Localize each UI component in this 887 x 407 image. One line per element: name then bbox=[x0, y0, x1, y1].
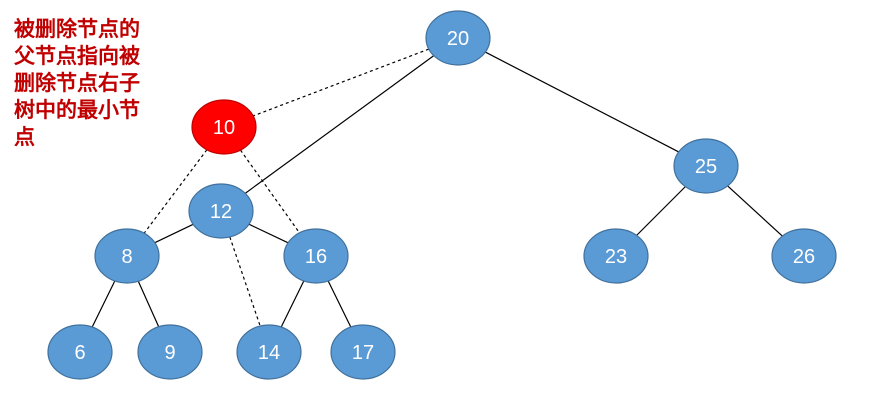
tree-node-26: 26 bbox=[771, 228, 837, 284]
edge-8-6 bbox=[91, 280, 116, 328]
node-circle bbox=[283, 228, 349, 284]
edge-10-16-dashed bbox=[240, 149, 300, 234]
edge-20-25 bbox=[485, 51, 679, 153]
tree-node-14: 14 bbox=[236, 324, 302, 380]
tree-node-12: 12 bbox=[188, 183, 254, 239]
node-circle bbox=[583, 228, 649, 284]
tree-node-20: 20 bbox=[425, 10, 491, 66]
node-circle bbox=[94, 228, 160, 284]
edges-layer bbox=[91, 48, 783, 328]
edge-25-26 bbox=[727, 185, 783, 237]
tree-node-6: 6 bbox=[47, 324, 113, 380]
tree-node-10-deleted: 10 bbox=[191, 99, 257, 155]
tree-node-9: 9 bbox=[137, 324, 203, 380]
edge-20-12 bbox=[244, 55, 435, 194]
node-label: 8 bbox=[121, 246, 132, 268]
node-label: 25 bbox=[695, 156, 717, 178]
node-circle bbox=[188, 183, 254, 239]
node-circle bbox=[236, 324, 302, 380]
tree-node-8: 8 bbox=[94, 228, 160, 284]
node-label: 26 bbox=[793, 246, 815, 268]
nodes-layer: 20 10 25 12 8 16 23 26 6 9 14 17 bbox=[47, 10, 837, 380]
node-circle bbox=[425, 10, 491, 66]
node-circle bbox=[771, 228, 837, 284]
edge-12-16 bbox=[248, 223, 289, 244]
node-label: 6 bbox=[74, 342, 85, 364]
tree-node-16: 16 bbox=[283, 228, 349, 284]
edge-12-14-dashed bbox=[229, 236, 261, 327]
node-label: 20 bbox=[447, 28, 469, 50]
edge-20-10-dashed bbox=[252, 48, 430, 117]
edge-10-8-dashed bbox=[143, 149, 208, 234]
node-label: 17 bbox=[352, 342, 374, 364]
node-label: 23 bbox=[605, 246, 627, 268]
node-circle bbox=[47, 324, 113, 380]
node-label: 16 bbox=[305, 246, 327, 268]
tree-node-23: 23 bbox=[583, 228, 649, 284]
edge-16-17 bbox=[327, 280, 352, 328]
deletion-explanation-note: 被删除节点的父节点指向被删除节点右子树中的最小节点 bbox=[14, 17, 140, 149]
node-label: 14 bbox=[258, 342, 280, 364]
node-circle bbox=[191, 99, 257, 155]
node-circle bbox=[137, 324, 203, 380]
node-circle bbox=[673, 138, 739, 194]
node-label: 12 bbox=[210, 201, 232, 223]
node-label: 10 bbox=[213, 117, 235, 139]
node-circle bbox=[330, 324, 396, 380]
edge-16-14 bbox=[280, 280, 305, 328]
tree-node-17: 17 bbox=[330, 324, 396, 380]
edge-12-8 bbox=[154, 223, 194, 244]
tree-node-25: 25 bbox=[673, 138, 739, 194]
edge-8-9 bbox=[137, 281, 160, 327]
node-label: 9 bbox=[164, 342, 175, 364]
edge-25-23 bbox=[636, 186, 686, 236]
